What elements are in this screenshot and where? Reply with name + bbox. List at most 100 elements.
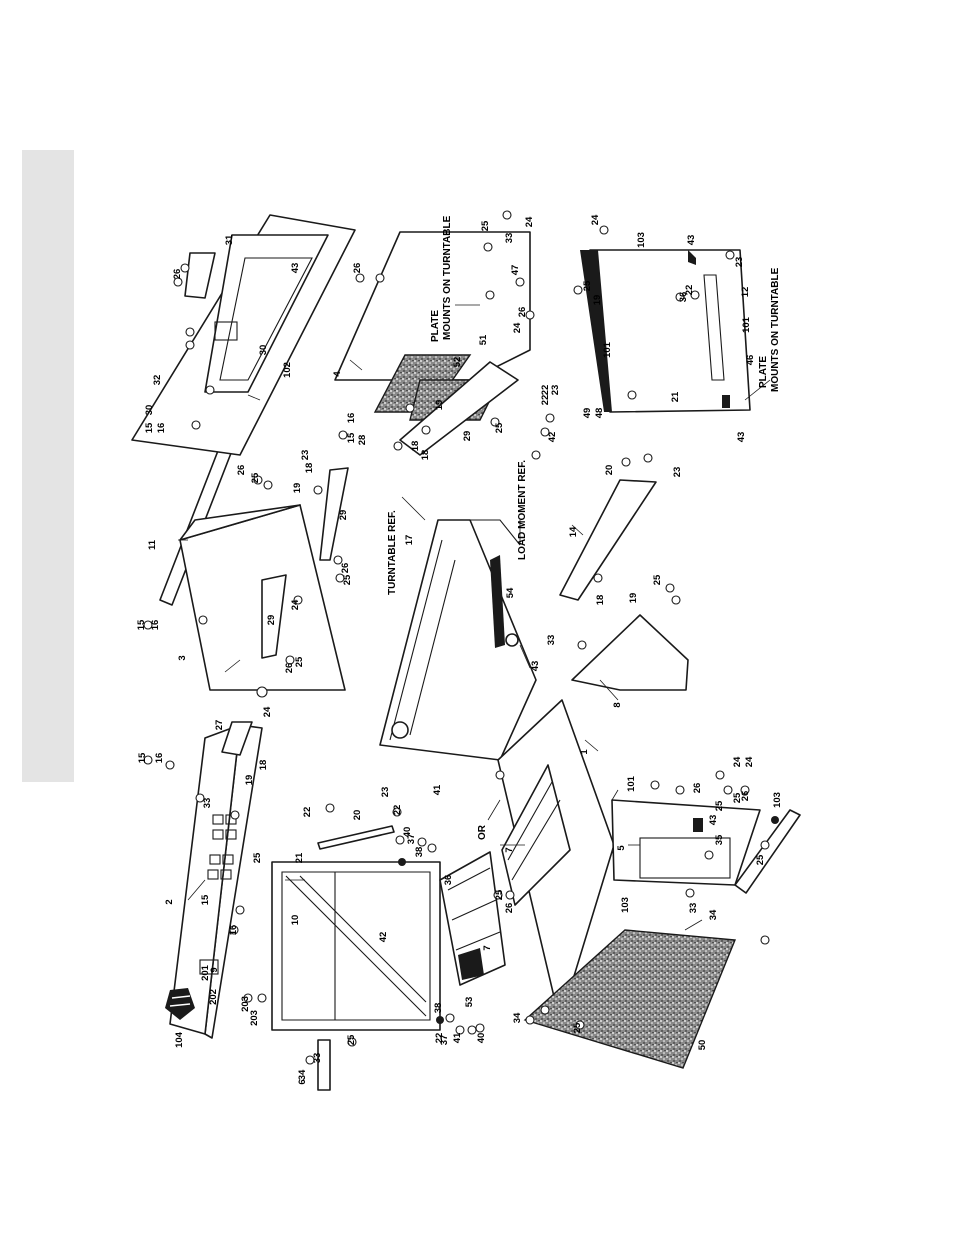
part-5-door-panel — [611, 799, 761, 886]
callout-201: 201 — [200, 964, 211, 981]
callout-23: 23 — [734, 257, 745, 268]
callout-41: 41 — [452, 1032, 463, 1043]
part-8-bracket — [571, 614, 689, 691]
callout-25: 25 — [652, 574, 663, 585]
callout-25: 25 — [250, 472, 261, 483]
callout-33: 33 — [688, 903, 699, 914]
callout-25: 25 — [342, 574, 353, 585]
callout-36: 36 — [678, 292, 689, 303]
callout-22: 22 — [540, 395, 551, 406]
callout-16: 16 — [154, 753, 165, 764]
callout-16: 16 — [150, 620, 161, 631]
callout-19: 19 — [244, 775, 255, 786]
plate-note-a-line1: PLATE — [430, 310, 441, 342]
callout-33: 33 — [202, 798, 213, 809]
callout-26: 26 — [692, 783, 703, 794]
callout-41: 41 — [432, 784, 443, 795]
callout-103: 103 — [620, 897, 631, 913]
callout-43: 43 — [530, 661, 541, 672]
part-14-arm — [559, 479, 657, 601]
callout-18: 18 — [595, 595, 606, 606]
part-10-frame — [271, 861, 441, 1031]
callout-5: 5 — [616, 845, 627, 851]
callout-203: 203 — [240, 996, 251, 1012]
callout-40: 40 — [476, 1033, 487, 1044]
callout-24: 24 — [590, 214, 601, 225]
callout-53: 53 — [464, 997, 475, 1008]
callout-29: 29 — [338, 510, 349, 521]
callout-21: 21 — [670, 391, 681, 402]
callout-19: 19 — [434, 400, 445, 411]
part-31-tab — [184, 252, 216, 299]
callout-15: 15 — [137, 752, 148, 763]
callout-24: 24 — [512, 322, 523, 333]
part-6-strip — [317, 1039, 331, 1091]
hardware-fasteners — [143, 210, 779, 1065]
callout-25: 25 — [582, 280, 593, 291]
callout-15: 15 — [346, 432, 357, 443]
callout-19: 19 — [592, 295, 603, 306]
callout-34: 34 — [708, 909, 719, 920]
callout-31: 31 — [224, 234, 235, 245]
callout-47: 47 — [510, 265, 521, 276]
callout-30: 30 — [258, 345, 269, 356]
callout-26: 26 — [517, 307, 528, 318]
callout-43: 43 — [290, 263, 301, 274]
callout-25: 25 — [252, 852, 263, 863]
callout-7: 7 — [482, 945, 493, 950]
callout-32: 32 — [152, 375, 163, 386]
or-label: OR — [477, 824, 488, 840]
callout-33: 33 — [546, 635, 557, 646]
part-7-container-lower — [439, 851, 506, 986]
part-7-container-upper — [501, 764, 571, 906]
callout-46: 46 — [745, 355, 756, 366]
callout-25: 25 — [714, 800, 725, 811]
callout-2: 2 — [164, 899, 175, 904]
callout-25: 25 — [294, 656, 305, 667]
callout-14: 14 — [568, 526, 579, 537]
callout-25: 25 — [732, 792, 743, 803]
callout-36: 36 — [443, 875, 454, 886]
callout-203: 203 — [249, 1010, 260, 1026]
callout-24: 24 — [732, 756, 743, 767]
callout-11: 11 — [147, 539, 158, 550]
callout-101: 101 — [741, 316, 752, 333]
callout-42: 42 — [547, 432, 558, 443]
callout-25: 25 — [572, 1022, 583, 1033]
callout-24: 24 — [744, 756, 755, 767]
part-29-arm-b — [319, 467, 349, 561]
load-moment-ref-label: LOAD MOMENT REF. — [517, 460, 528, 560]
callout-103: 103 — [772, 792, 783, 808]
callout-19: 19 — [628, 593, 639, 604]
callout-48: 48 — [594, 408, 605, 419]
callout-26: 26 — [172, 269, 183, 280]
callout-20: 20 — [352, 810, 363, 821]
callout-27: 27 — [214, 720, 225, 731]
callout-18: 18 — [410, 441, 421, 452]
callout-18: 18 — [420, 450, 431, 461]
callout-23: 23 — [300, 450, 311, 461]
callout-38: 38 — [433, 1003, 444, 1014]
callout-38: 38 — [414, 847, 425, 858]
callout-26: 26 — [284, 663, 295, 674]
part-201-knob — [165, 988, 195, 1020]
callout-15: 15 — [200, 894, 211, 905]
callout-15: 15 — [144, 422, 155, 433]
callout-19: 19 — [292, 483, 303, 494]
part-29-arm-a — [261, 574, 287, 659]
callout-42: 42 — [378, 932, 389, 943]
callout-9: 9 — [209, 967, 220, 972]
callout-43: 43 — [686, 235, 697, 246]
plate-note-a-line2: MOUNTS ON TURNTABLE — [442, 215, 453, 340]
callout-34: 34 — [297, 1069, 308, 1080]
callout-16: 16 — [228, 925, 239, 936]
part-12-panel — [580, 249, 751, 413]
part-51-foam-pad — [523, 929, 737, 1069]
callout-26: 26 — [340, 563, 351, 574]
callout-103: 103 — [636, 232, 647, 248]
callout-22: 22 — [684, 285, 695, 296]
callout-22: 22 — [392, 805, 403, 816]
callout-29: 29 — [462, 431, 473, 442]
callout-26: 26 — [740, 791, 751, 802]
part-2-top-panel — [169, 724, 263, 1039]
